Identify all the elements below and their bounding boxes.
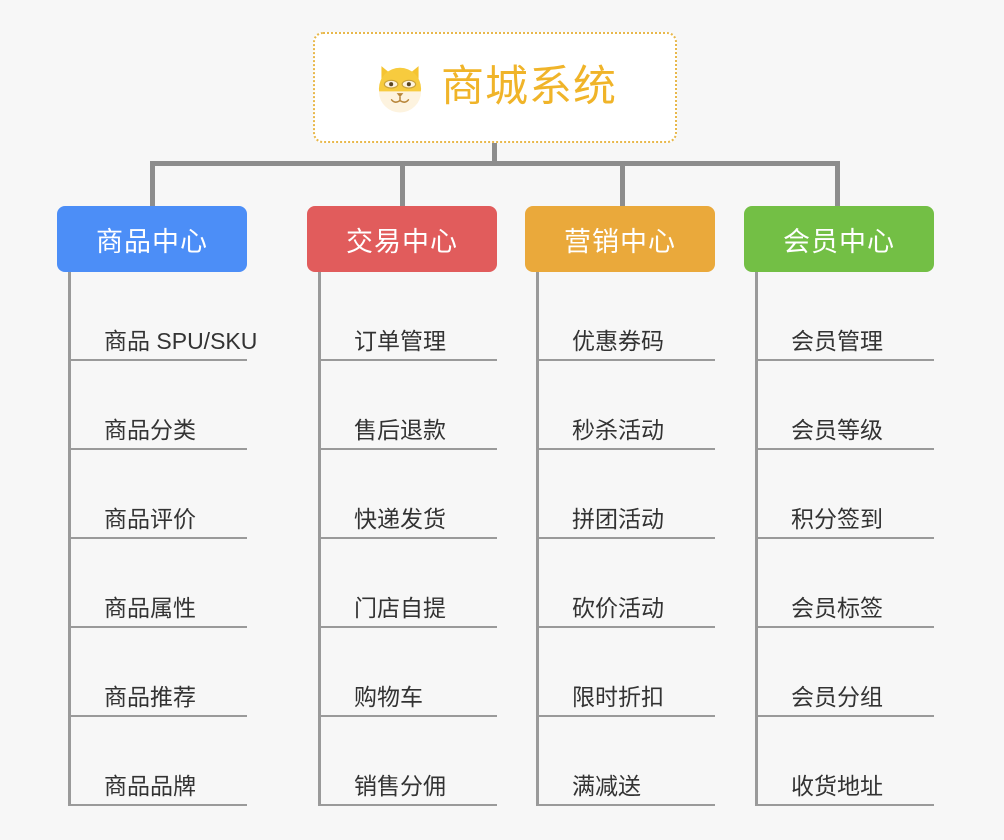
leaf-item-label: 会员分组: [791, 684, 883, 711]
category-header-2-label: 交易中心: [346, 226, 458, 257]
leaf-item-label: 商品 SPU/SKU: [104, 328, 258, 355]
category-header-2[interactable]: 交易中心: [307, 206, 497, 272]
leaf-item-label: 购物车: [354, 684, 423, 711]
leaf-item-label: 拼团活动: [572, 506, 664, 533]
connector-drop-3: [620, 161, 625, 206]
leaf-item[interactable]: 商品评价: [71, 450, 247, 539]
leaf-item[interactable]: 积分签到: [758, 450, 934, 539]
leaf-item[interactable]: 拼团活动: [539, 450, 715, 539]
category-header-4-label: 会员中心: [783, 226, 895, 257]
leaf-item[interactable]: 收货地址: [758, 717, 934, 806]
category-column-1: 商品中心 商品 SPU/SKU 商品分类 商品评价 商品属性 商品推荐 商品品牌: [57, 206, 257, 806]
connector-drop-2: [400, 161, 405, 206]
leaf-item-label: 会员标签: [791, 595, 883, 622]
leaf-item[interactable]: 购物车: [321, 628, 497, 717]
category-header-1-label: 商品中心: [96, 226, 208, 257]
category-column-2: 交易中心 订单管理 售后退款 快递发货 门店自提 购物车 销售分佣: [307, 206, 497, 806]
connector-root-stem: [492, 143, 497, 164]
leaf-item[interactable]: 会员等级: [758, 361, 934, 450]
leaf-item[interactable]: 会员分组: [758, 628, 934, 717]
leaf-item[interactable]: 商品品牌: [71, 717, 247, 806]
leaf-item-label: 商品推荐: [104, 684, 196, 711]
leaf-item[interactable]: 优惠券码: [539, 272, 715, 361]
connector-horizontal-bus: [150, 161, 840, 166]
leaf-item-label: 商品属性: [104, 595, 196, 622]
leaf-item-label: 商品品牌: [104, 773, 196, 800]
category-header-4[interactable]: 会员中心: [744, 206, 934, 272]
category-header-3[interactable]: 营销中心: [525, 206, 715, 272]
leaf-item[interactable]: 商品推荐: [71, 628, 247, 717]
connector-drop-4: [835, 161, 840, 206]
leaf-item[interactable]: 售后退款: [321, 361, 497, 450]
leaf-item-label: 订单管理: [354, 328, 446, 355]
leaf-item[interactable]: 会员标签: [758, 539, 934, 628]
leaf-item-label: 商品评价: [104, 506, 196, 533]
shiba-dog-icon: [378, 65, 422, 112]
leaf-item[interactable]: 会员管理: [758, 272, 934, 361]
root-node-shop-system[interactable]: 商城系统: [313, 32, 677, 143]
leaf-item-label: 售后退款: [354, 417, 446, 444]
leaf-item[interactable]: 快递发货: [321, 450, 497, 539]
leaf-item-label: 秒杀活动: [572, 417, 664, 444]
leaf-item[interactable]: 商品分类: [71, 361, 247, 450]
leaf-item-label: 限时折扣: [572, 684, 664, 711]
leaf-item-label: 积分签到: [791, 506, 883, 533]
connector-drop-1: [150, 161, 155, 206]
leaf-item-label: 商品分类: [104, 417, 196, 444]
leaf-item-label: 会员等级: [791, 417, 883, 444]
leaf-item[interactable]: 销售分佣: [321, 717, 497, 806]
leaf-item[interactable]: 限时折扣: [539, 628, 715, 717]
leaf-item[interactable]: 秒杀活动: [539, 361, 715, 450]
leaf-item-label: 快递发货: [354, 506, 446, 533]
leaf-item[interactable]: 商品 SPU/SKU: [71, 272, 257, 361]
category-column-4: 会员中心 会员管理 会员等级 积分签到 会员标签 会员分组 收货地址: [744, 206, 934, 806]
leaf-item-label: 门店自提: [354, 595, 446, 622]
leaf-list-3: 优惠券码 秒杀活动 拼团活动 砍价活动 限时折扣 满减送: [536, 272, 715, 806]
leaf-item[interactable]: 门店自提: [321, 539, 497, 628]
leaf-item[interactable]: 商品属性: [71, 539, 247, 628]
leaf-item-label: 砍价活动: [572, 595, 664, 622]
leaf-item-label: 收货地址: [791, 773, 883, 800]
category-column-3: 营销中心 优惠券码 秒杀活动 拼团活动 砍价活动 限时折扣 满减送: [525, 206, 715, 806]
leaf-item[interactable]: 砍价活动: [539, 539, 715, 628]
leaf-item-label: 会员管理: [791, 328, 883, 355]
leaf-list-4: 会员管理 会员等级 积分签到 会员标签 会员分组 收货地址: [755, 272, 934, 806]
root-node-title: 商城系统: [441, 63, 617, 111]
leaf-item-label: 销售分佣: [354, 773, 446, 800]
leaf-list-2: 订单管理 售后退款 快递发货 门店自提 购物车 销售分佣: [318, 272, 497, 806]
leaf-list-1: 商品 SPU/SKU 商品分类 商品评价 商品属性 商品推荐 商品品牌: [68, 272, 257, 806]
category-header-1[interactable]: 商品中心: [57, 206, 247, 272]
category-header-3-label: 营销中心: [564, 226, 676, 257]
leaf-item-label: 优惠券码: [572, 328, 664, 355]
leaf-item-label: 满减送: [572, 773, 641, 800]
leaf-item[interactable]: 满减送: [539, 717, 715, 806]
leaf-item[interactable]: 订单管理: [321, 272, 497, 361]
